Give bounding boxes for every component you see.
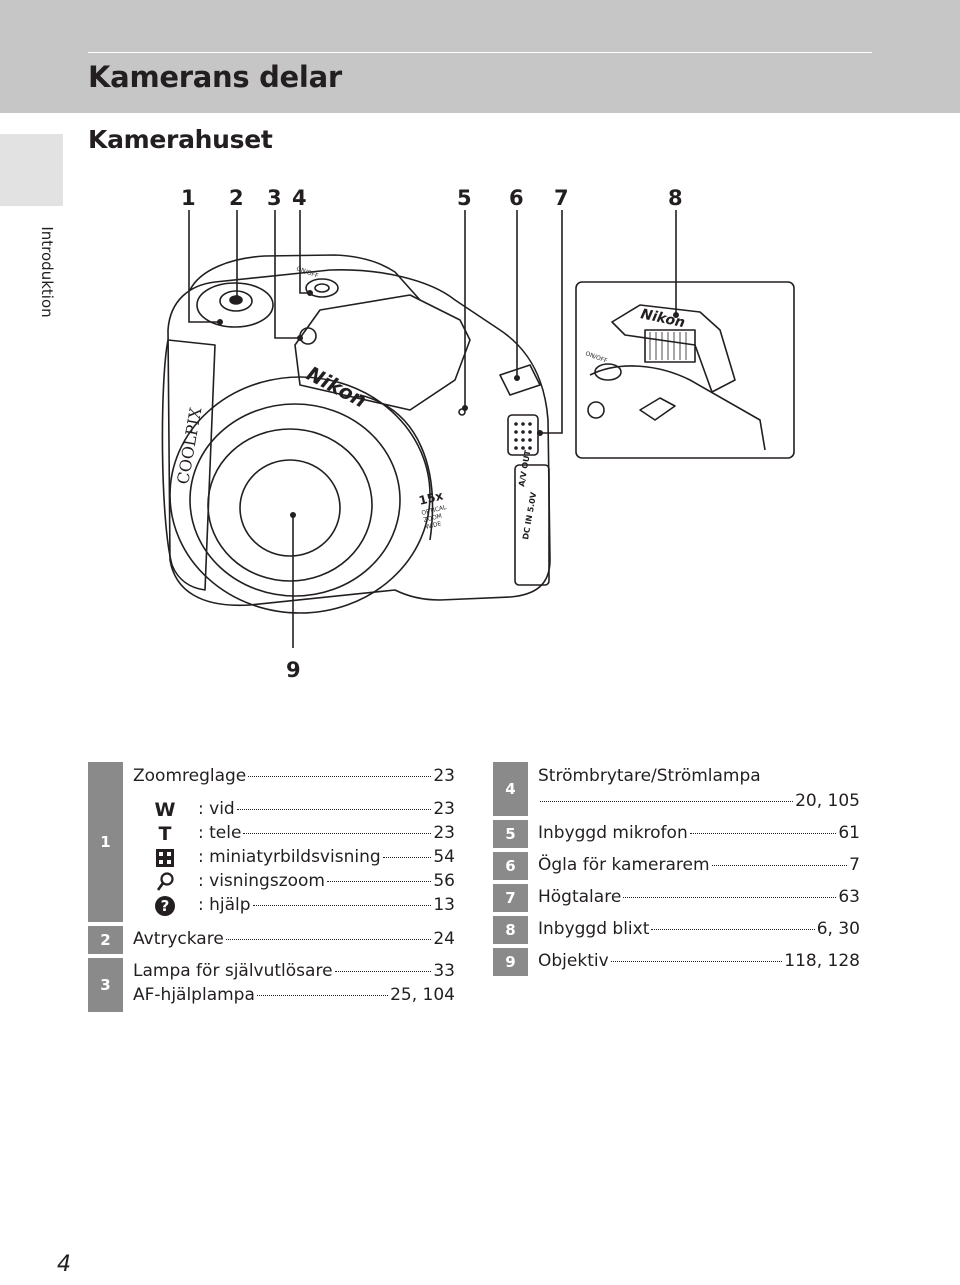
legend-number-1: 1 <box>88 762 123 922</box>
callout-2: 2 <box>229 186 244 210</box>
legend-number-8: 8 <box>493 916 528 944</box>
callout-6: 6 <box>509 186 524 210</box>
inset-power-label: ON/OFF <box>584 350 608 365</box>
legend-entry-power-switch-pages: 20, 105 <box>538 791 860 811</box>
leader-4 <box>299 210 310 294</box>
magnifier-icon <box>152 871 178 893</box>
leader-1 <box>188 210 220 323</box>
speaker-holes <box>514 422 532 450</box>
chapter-tab <box>0 134 63 206</box>
help-icon: ? <box>152 895 178 917</box>
zoom-badge-sub3: WIDE <box>425 520 443 531</box>
microphone <box>458 408 466 416</box>
legend-number-3: 3 <box>88 958 123 1012</box>
camera-grip <box>161 339 216 591</box>
legend-number-2: 2 <box>88 926 123 954</box>
legend-number-4: 4 <box>493 762 528 816</box>
leader-7 <box>540 210 563 434</box>
callout-5: 5 <box>457 186 472 210</box>
callout-8: 8 <box>668 186 683 210</box>
power-label: ON/OFF <box>295 265 319 280</box>
callout-7: 7 <box>554 186 569 210</box>
wide-icon: W <box>154 799 176 821</box>
lens-glass <box>239 459 341 557</box>
connector-cover <box>514 464 550 586</box>
legend-number-5: 5 <box>493 820 528 848</box>
camera-body <box>167 268 551 607</box>
flash-inset-frame <box>575 281 795 459</box>
page-number: 4 <box>57 1252 71 1277</box>
callout-1: 1 <box>181 186 196 210</box>
legend-number-6: 6 <box>493 852 528 880</box>
lens-ring <box>207 428 373 582</box>
header-band <box>0 0 960 113</box>
page-title: Kamerans delar <box>88 60 342 94</box>
legend-entry-power-switch: Strömbrytare/Strömlampa <box>538 766 761 786</box>
header-rule <box>88 52 872 53</box>
power-switch <box>305 278 339 298</box>
model-name: COOLPIX <box>173 405 205 485</box>
callout-3: 3 <box>267 186 282 210</box>
viewfinder-hump <box>294 294 471 411</box>
callout-9: 9 <box>286 658 301 682</box>
callout-4: 4 <box>292 186 307 210</box>
top-plate <box>189 254 421 301</box>
zoom-lever <box>196 282 274 328</box>
lens-barrel-mid <box>189 403 401 597</box>
legend-number-7: 7 <box>493 884 528 912</box>
strap-eyelet <box>499 364 541 396</box>
leader-3 <box>274 210 300 339</box>
camera-illustration: Nikon Nikon COOLPIX 15x OPTICAL ZOOM WID… <box>161 186 795 682</box>
shutter-release <box>219 290 253 312</box>
thumbnail-icon <box>152 847 178 869</box>
legend-number-9: 9 <box>493 948 528 976</box>
zoom-badge: 15x <box>417 488 444 508</box>
lens-barrel-outer <box>169 376 431 614</box>
section-title: Kamerahuset <box>88 125 273 154</box>
zoom-badge-sub2: ZOOM <box>423 513 443 524</box>
tele-icon: T <box>158 823 172 845</box>
popup-flash <box>611 304 736 393</box>
dc-in-label: DC IN 5.0V <box>521 491 538 541</box>
flash-window <box>644 329 696 363</box>
